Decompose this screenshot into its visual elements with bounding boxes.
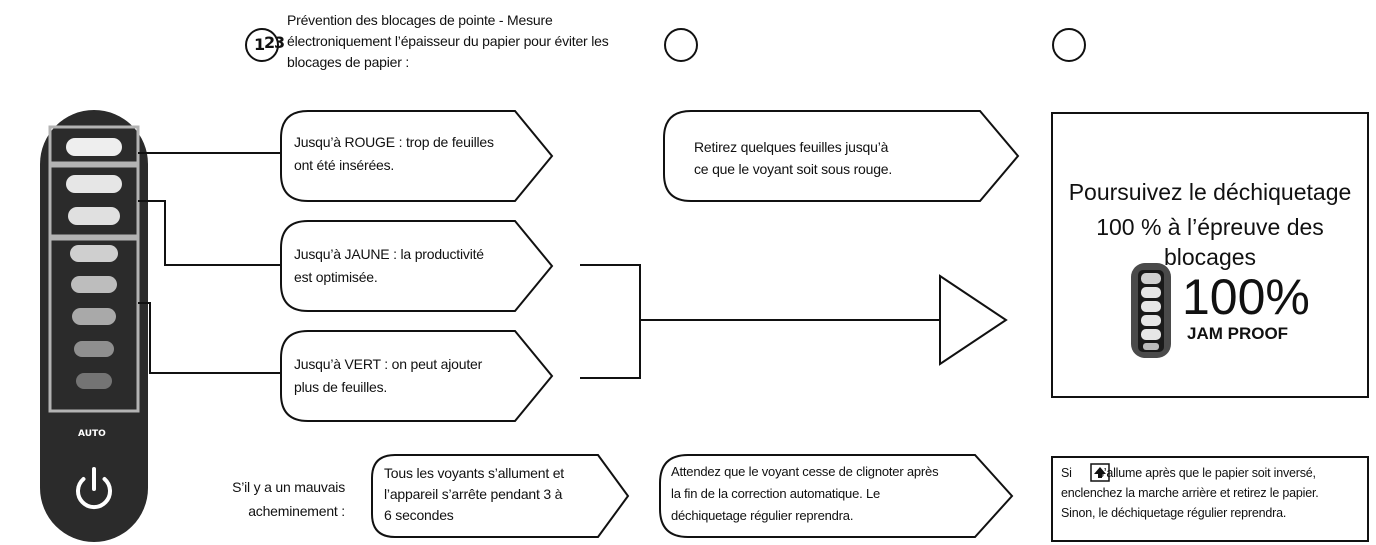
power-icon[interactable] xyxy=(76,467,112,510)
misfeed-box2-line1: Attendez que le voyant cesse de clignote… xyxy=(671,464,939,479)
callout-red-action xyxy=(663,110,1020,202)
misfeed-box2-line2: la fin de la correction automatique. Le xyxy=(671,486,880,501)
led-5 xyxy=(71,276,117,293)
reverse-icon xyxy=(1090,463,1110,482)
misfeed-box1-line1: Tous les voyants s’allument et xyxy=(384,465,564,481)
callout-red-action-text: Retirez quelques feuilles jusqu’à ce que… xyxy=(694,136,954,180)
callout-green xyxy=(280,330,554,422)
step-circle-1 xyxy=(245,28,279,62)
misfeed-label-line2: acheminement : xyxy=(248,503,345,519)
led-6 xyxy=(72,308,116,325)
callout-red-action-line2: ce que le voyant soit sous rouge. xyxy=(694,161,893,177)
led-3 xyxy=(68,207,120,225)
led-8 xyxy=(76,373,112,389)
misfeed-box3-pre: Si xyxy=(1061,466,1072,480)
callout-yellow-line2: est optimisée. xyxy=(294,269,378,285)
led-4 xyxy=(70,245,118,262)
misfeed-label-line1: S’il y a un mauvais xyxy=(232,479,345,495)
callout-red-text: Jusqu’à ROUGE : trop de feuilles ont été… xyxy=(294,131,534,177)
step-number-1: 1 xyxy=(254,35,266,54)
bracket xyxy=(580,264,641,379)
misfeed-label: S’il y a un mauvais acheminement : xyxy=(200,475,345,523)
callout-green-line1: Jusqu’à VERT : on peut ajouter xyxy=(294,356,483,372)
step-circle-2 xyxy=(664,28,698,62)
misfeed-box3-line3: Sinon, le déchiquetage régulier reprendr… xyxy=(1061,506,1287,520)
misfeed-box3-line2: enclenchez la marche arrière et retirez … xyxy=(1061,486,1319,500)
callout-red-line2: ont été insérées. xyxy=(294,157,395,173)
callout-misfeed-1-text: Tous les voyants s’allument et l’apparei… xyxy=(384,463,609,526)
misfeed-box3-line1-post: s’allume après que le papier soit invers… xyxy=(1097,466,1316,480)
jam-proof-title-line2: 100 % à l’épreuve des blocages xyxy=(1096,214,1324,270)
connector-yellow xyxy=(138,200,287,266)
callout-red-action-line1: Retirez quelques feuilles jusqu’à xyxy=(694,139,889,155)
led-2 xyxy=(66,175,122,193)
auto-label: AUTO xyxy=(78,429,106,439)
callout-red xyxy=(280,110,554,202)
callout-misfeed-1 xyxy=(371,454,630,538)
misfeed-box3-line1: Si s’allume après que le papier soit inve… xyxy=(1061,463,1366,483)
led-frame-green xyxy=(48,237,140,413)
step-number-2: 2 xyxy=(264,33,276,52)
control-panel xyxy=(40,110,148,542)
callout-yellow-line1: Jusqu’à JAUNE : la productivité xyxy=(294,246,484,262)
jam-proof-box xyxy=(1051,112,1369,398)
misfeed-box2-line3: déchiquetage régulier reprendra. xyxy=(671,508,854,523)
led-7 xyxy=(74,341,114,357)
misfeed-result-text: Si s’allume après que le papier soit inve… xyxy=(1061,463,1366,523)
callout-green-line2: plus de feuilles. xyxy=(294,379,388,395)
callout-yellow-text: Jusqu’à JAUNE : la productivité est opti… xyxy=(294,243,534,289)
bracket-arrow-head xyxy=(939,274,1008,366)
jam-proof-percent: 100% xyxy=(1182,269,1310,325)
callout-misfeed-2 xyxy=(659,454,1014,538)
callout-green-text: Jusqu’à VERT : on peut ajouter plus de f… xyxy=(294,353,534,399)
jam-proof-label: JAM PROOF xyxy=(1187,324,1289,343)
led-frame-red xyxy=(48,125,140,165)
callout-yellow xyxy=(280,220,554,312)
jam-proof-title-line1: Poursuivez le déchiquetage xyxy=(1068,179,1352,205)
header-text: Prévention des blocages de pointe - Mesu… xyxy=(287,12,609,70)
misfeed-box1-line3: 6 secondes xyxy=(384,507,454,523)
jam-proof-led-icon xyxy=(1131,263,1171,358)
misfeed-box1-line2: l’appareil s’arrête pendant 3 à xyxy=(384,486,563,502)
step-number-3: 3 xyxy=(274,33,286,52)
callout-red-line1: Jusqu’à ROUGE : trop de feuilles xyxy=(294,134,494,150)
callout-misfeed-2-text: Attendez que le voyant cesse de clignote… xyxy=(671,461,971,527)
step-circle-3 xyxy=(1052,28,1086,62)
led-1 xyxy=(66,138,122,156)
connector-green xyxy=(138,302,287,374)
